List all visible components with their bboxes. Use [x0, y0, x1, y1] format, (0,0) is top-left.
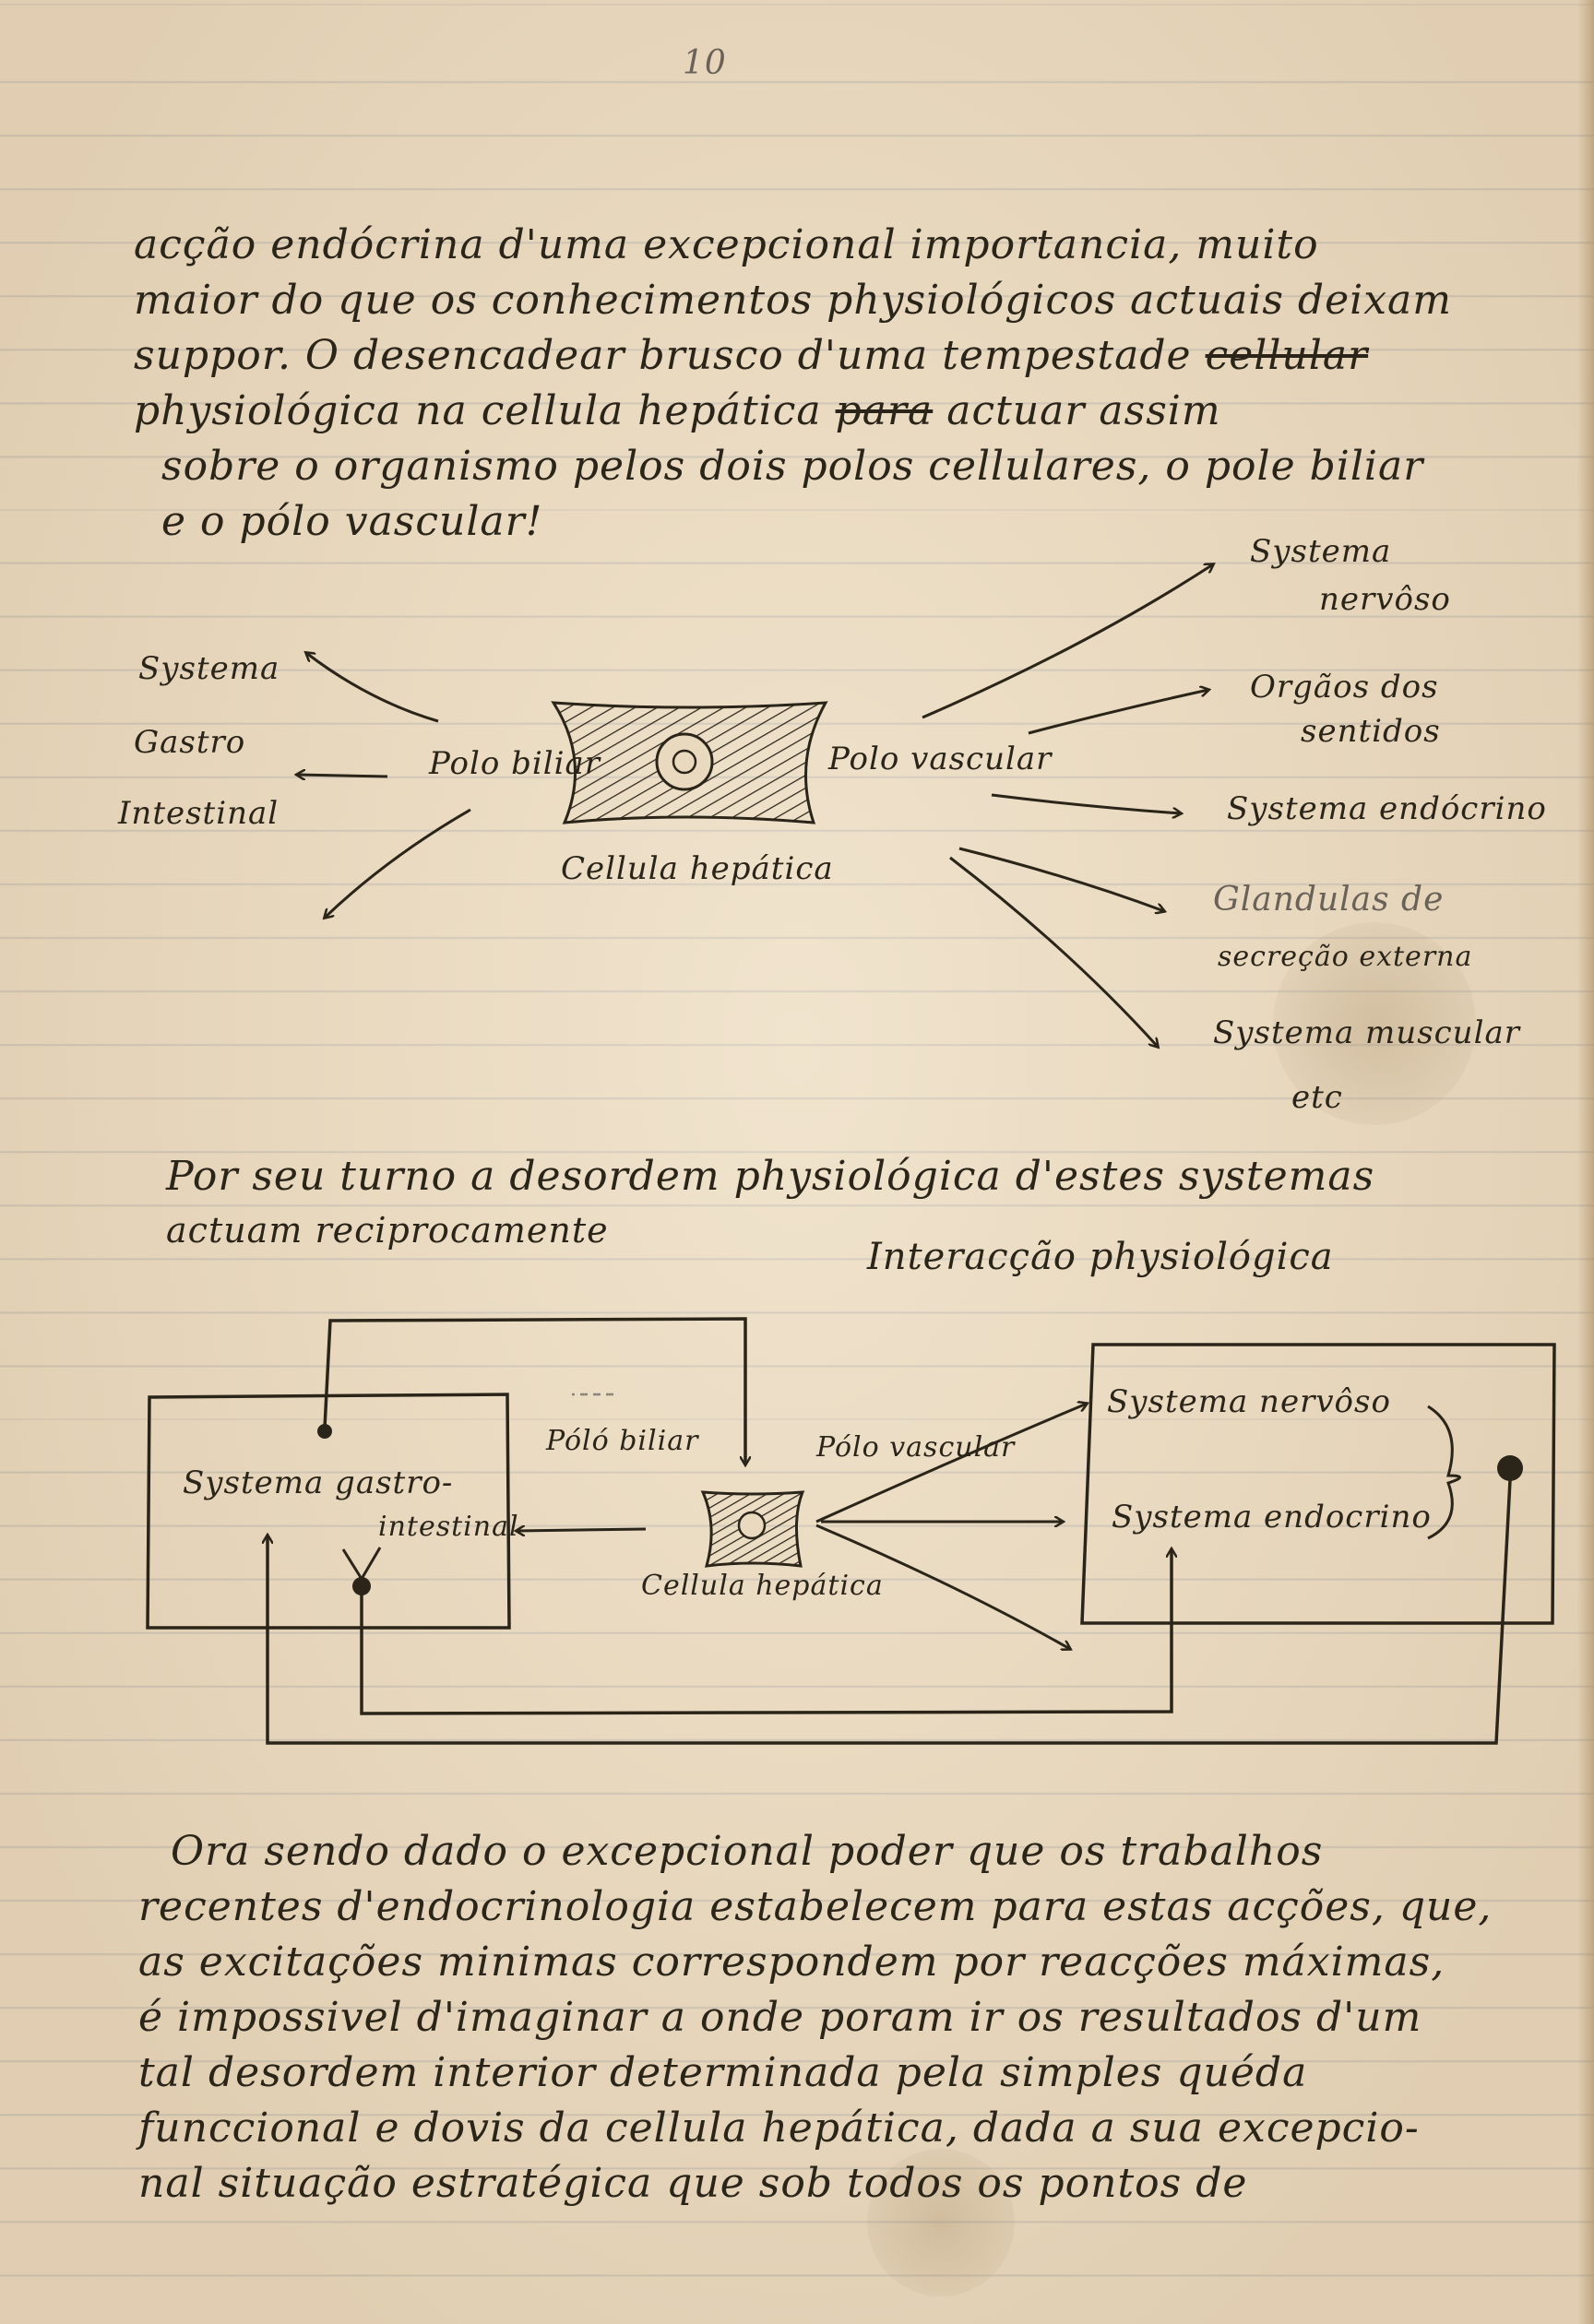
hepatic-cell-label-2: Cellula hepática	[641, 1570, 884, 1602]
paragraph-1-line: suppor. O desencadear brusco d'uma tempe…	[134, 330, 1368, 382]
paragraph-1-line: physiológica na cellula hepática para ac…	[134, 385, 1221, 437]
arrow-to-gastro	[297, 775, 388, 777]
feedback-loop-top	[323, 1317, 745, 1464]
feedback-loop-bottom	[268, 1479, 1512, 1745]
endocrine-label: Systema endocrino	[1112, 1499, 1432, 1536]
cell-nucleus	[655, 732, 714, 791]
brace	[1427, 1405, 1461, 1540]
interaction-heading: Interacção physiológica	[867, 1236, 1334, 1278]
junction-dot	[317, 1424, 332, 1439]
right-target-nervous: Systema	[1250, 533, 1392, 570]
arrow-cell-to-box-bottom	[815, 1524, 1070, 1649]
paragraph-3-line: nal situação estratégica que sob todos o…	[138, 2160, 1248, 2207]
left-target-line: Systema	[138, 650, 280, 687]
pole-vascular-label: Polo vascular	[828, 741, 1053, 777]
arrow-to-endocrine	[991, 793, 1181, 813]
paragraph-1-line: maior do que os conhecimentos physiológi…	[134, 277, 1452, 324]
paragraph-3-line: recentes d'endocrinologia estabelecem pa…	[138, 1883, 1493, 1930]
arrow-to-gastro	[306, 653, 439, 723]
arrow-cell-to-gastro	[517, 1529, 647, 1531]
paragraph-2-line: actuam reciprocamente	[166, 1210, 609, 1251]
paragraph-1-text: actuar assim	[946, 387, 1221, 434]
right-target-glands: Glandulas de	[1213, 881, 1445, 919]
right-target-endocrine: Systema endócrino	[1227, 790, 1547, 827]
paragraph-1-text: suppor. O desencadear brusco d'uma tempe…	[134, 332, 1192, 379]
right-target-senses-2: sentidos	[1301, 713, 1441, 750]
arrow-to-nervous	[922, 564, 1213, 719]
right-target-etc: etc	[1291, 1079, 1343, 1116]
arrow-to-senses	[1028, 690, 1208, 735]
paragraph-3-line: funccional e dovis da cellula hepática, …	[138, 2105, 1420, 2152]
paragraph-1-line: sobre o organismo pelos dois polos cellu…	[161, 443, 1424, 490]
right-target-senses: Orgãos dos	[1250, 669, 1439, 706]
pole-vascular-label-2: Pólo vascular	[816, 1431, 1016, 1464]
paragraph-2-line: Por seu turno a desordem physiológica d'…	[166, 1153, 1375, 1200]
junction-dot	[352, 1577, 371, 1595]
hepatic-cell-label: Cellula hepática	[561, 850, 834, 887]
arrow-cell-to-nervous	[815, 1404, 1087, 1524]
gastro-box	[146, 1393, 511, 1630]
arrow-to-glands	[958, 847, 1164, 911]
paragraph-1-line: acção endócrina d'uma excepcional import…	[134, 221, 1319, 268]
paragraph-3-line: Ora sendo dado o excepcional poder que o…	[171, 1828, 1324, 1875]
right-target-nervous-2: nervôso	[1319, 581, 1451, 618]
struck-word: para	[835, 387, 934, 434]
page-number: 10	[683, 44, 727, 82]
left-target-line: Intestinal	[118, 795, 280, 832]
paragraph-1-line: e o pólo vascular!	[161, 498, 543, 545]
pole-biliar-label-2: Póló biliar	[546, 1425, 699, 1457]
left-target-line: Gastro	[134, 724, 246, 761]
paragraph-1-text: physiológica na cellula hepática	[134, 387, 822, 434]
pole-biliar-label: Polo biliar	[429, 745, 601, 782]
right-target-glands-2: secreção externa	[1218, 941, 1473, 973]
paper-stain	[867, 2149, 1015, 2296]
right-target-muscular: Systema muscular	[1213, 1014, 1520, 1051]
paragraph-3-line: tal desordem interior determinada pela s…	[138, 2049, 1308, 2096]
paragraph-3-line: é impossivel d'imaginar a onde poram ir …	[138, 1994, 1422, 2041]
nervous-label: Systema nervôso	[1107, 1383, 1391, 1420]
junction-dot	[1497, 1455, 1523, 1481]
paragraph-3-line: as excitações minimas correspondem por r…	[138, 1939, 1445, 1986]
gastro-box-label: Systema gastro-	[183, 1464, 454, 1501]
page-edge-shadow	[1577, 0, 1594, 2324]
paper-stain	[1273, 922, 1476, 1125]
arrow-to-muscular	[949, 856, 1158, 1047]
inner-loop	[360, 1549, 1172, 1715]
gastro-box-label-2: intestinal	[378, 1511, 519, 1543]
arrow-to-gastro	[325, 808, 471, 918]
nervous-endocrine-box	[1080, 1343, 1556, 1625]
struck-word: cellular	[1205, 332, 1369, 379]
